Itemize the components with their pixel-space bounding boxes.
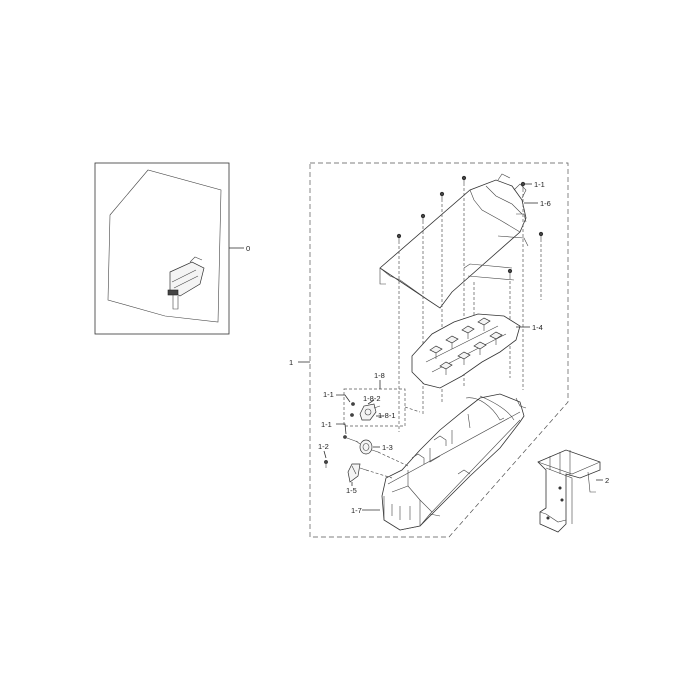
heater-element-plate: 1-4 [411, 313, 543, 389]
label-1-7: 1-7 [351, 506, 362, 515]
label-1-1-low: 1-1 [321, 420, 332, 429]
label-1-8-2: 1-8-2 [363, 394, 381, 403]
terminal-icon [439, 361, 453, 375]
screw-icon [351, 402, 355, 406]
screw-icon [507, 268, 513, 279]
thermal-fuse-icon [347, 463, 367, 483]
mounting-bracket-2: 2 [537, 449, 609, 533]
label-1-2: 1-2 [318, 442, 329, 451]
label-1-1-mid: 1-1 [323, 390, 334, 399]
heater-duct-cover: 1-6 [379, 173, 551, 309]
heater-housing-channel: 1-7 [351, 393, 527, 531]
terminal-icon [445, 335, 459, 349]
thermal-fuse-1-5: 1-2 1-5 [318, 442, 393, 495]
thermostat-icon [359, 403, 381, 421]
terminal-icon [461, 325, 475, 339]
terminal-icon [473, 341, 487, 355]
screw-icon [350, 413, 354, 417]
hi-limit-thermostat-1-3: 1-1 1-3 [321, 420, 409, 467]
screw-icon [439, 191, 445, 202]
label-1-8-1: 1-8-1 [378, 411, 396, 420]
thermostat-subassembly-1-8: 1-8 1-8-2 1-8-1 1-1 [323, 371, 421, 427]
label-1-4: 1-4 [532, 323, 543, 332]
screw-icon [343, 435, 359, 443]
terminal-icon [489, 331, 503, 345]
label-1-5: 1-5 [346, 486, 357, 495]
heater-module-icon [167, 256, 205, 310]
label-1-3: 1-3 [382, 443, 393, 452]
label-2: 2 [605, 476, 609, 485]
label-1: 1 [289, 358, 293, 367]
terminal-icon [457, 351, 471, 365]
screw-icon [538, 231, 544, 242]
assembly-boundary-part-1: 1 [289, 162, 569, 538]
screw-icon [461, 175, 467, 186]
label-1-1-top: 1-1 [534, 180, 545, 189]
terminal-icon [477, 317, 491, 331]
label-0: 0 [246, 244, 250, 253]
screw-icon [396, 233, 402, 244]
screw-icon [324, 460, 328, 468]
terminal-icon [429, 345, 443, 359]
label-1-8: 1-8 [374, 371, 385, 380]
screw-icon [420, 213, 426, 224]
inset-box-part-0: 0 [94, 162, 250, 335]
label-1-6: 1-6 [540, 199, 551, 208]
screws-1-1-group: 1-1 [396, 175, 545, 279]
